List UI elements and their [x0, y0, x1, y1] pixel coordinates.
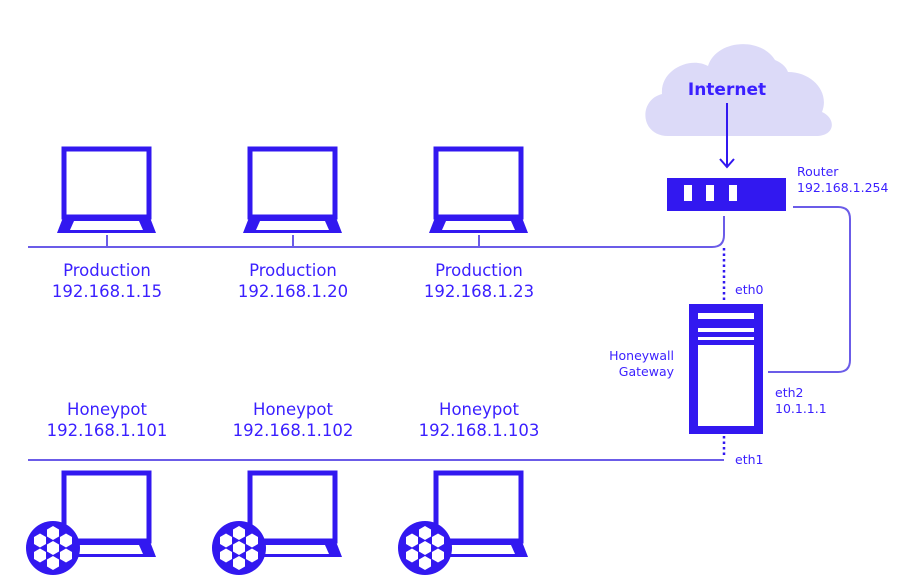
- honeypot-host: Honeypot 192.168.1.101: [26, 400, 167, 575]
- router-ip: 192.168.1.254: [797, 180, 888, 195]
- laptop-icon: [429, 149, 528, 233]
- eth2-ip: 10.1.1.1: [775, 401, 827, 416]
- eth1-label: eth1: [735, 452, 763, 467]
- router-icon: [667, 178, 786, 211]
- honeypot-host: Honeypot 192.168.1.103: [398, 400, 539, 575]
- gateway-name-line1: Honeywall: [609, 348, 674, 363]
- honeycomb-icon: [26, 521, 80, 575]
- internet-label: Internet: [688, 80, 766, 100]
- host-ip: 192.168.1.20: [238, 282, 348, 301]
- eth2-label: eth2: [775, 385, 803, 400]
- host-ip: 192.168.1.15: [52, 282, 162, 301]
- eth2-link: [768, 206, 851, 373]
- laptop-icon: [57, 149, 156, 233]
- production-host: Production 192.168.1.20: [238, 149, 348, 301]
- honeycomb-icon: [212, 521, 266, 575]
- host-ip: 192.168.1.101: [47, 421, 168, 440]
- production-network-bus: [28, 216, 725, 248]
- honeypot-host: Honeypot 192.168.1.102: [212, 400, 353, 575]
- eth0-label: eth0: [735, 282, 764, 297]
- router: Router 192.168.1.254: [667, 164, 888, 211]
- host-ip: 192.168.1.23: [424, 282, 534, 301]
- host-role: Honeypot: [67, 400, 147, 419]
- host-role: Honeypot: [253, 400, 333, 419]
- gateway-name-line2: Gateway: [619, 364, 675, 379]
- arrow-down-icon: [719, 158, 735, 169]
- internet-cloud: Internet: [645, 44, 832, 169]
- host-ip: 192.168.1.103: [419, 421, 540, 440]
- production-host: Production 192.168.1.23: [424, 149, 534, 301]
- cloud-icon: [645, 44, 832, 136]
- host-ip: 192.168.1.102: [233, 421, 354, 440]
- server-icon: [689, 304, 763, 434]
- laptop-icon: [243, 149, 342, 233]
- host-role: Production: [435, 261, 523, 280]
- host-role: Honeypot: [439, 400, 519, 419]
- host-role: Production: [63, 261, 151, 280]
- honeycomb-icon: [398, 521, 452, 575]
- router-name: Router: [797, 164, 839, 179]
- host-role: Production: [249, 261, 337, 280]
- production-host: Production 192.168.1.15: [52, 149, 162, 301]
- honeywall-gateway: Honeywall Gateway: [609, 304, 763, 434]
